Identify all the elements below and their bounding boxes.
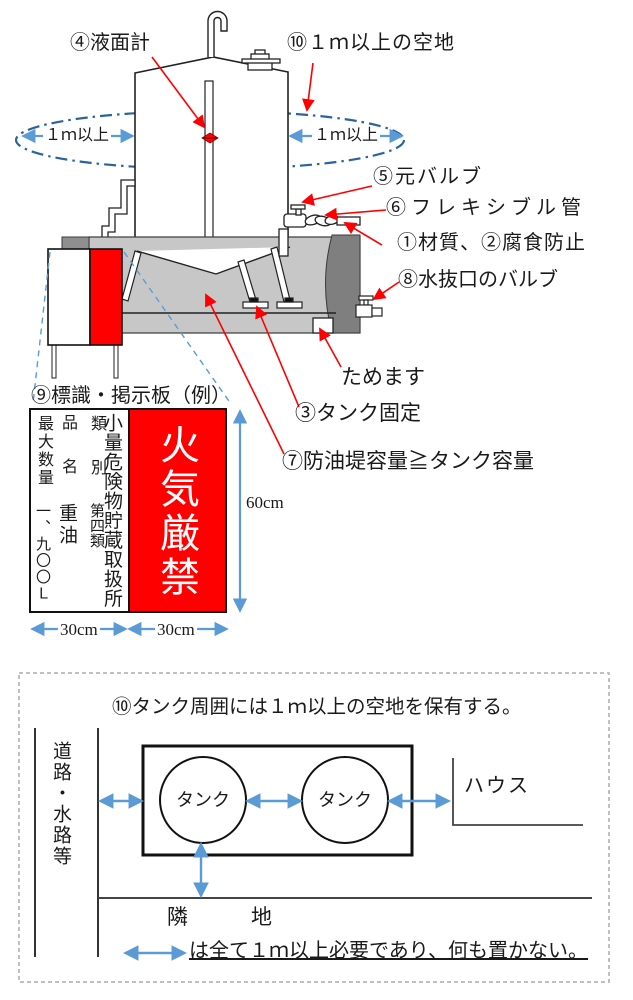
sign-field-product-value: 重油 — [56, 503, 77, 547]
sign-red-panel — [89, 248, 123, 346]
callout-arrows — [151, 56, 400, 455]
layout-tank1-label: タンク — [176, 790, 230, 810]
cone-left-edge — [136, 250, 217, 275]
layout-tank2-label: タンク — [318, 790, 372, 810]
tank-sign — [47, 248, 123, 379]
main-valve-body — [283, 213, 307, 228]
callout-flex-pipe-label: ⑥フレキシブル管 — [386, 197, 586, 219]
callout-main-valve-label: ⑤元バルブ — [373, 166, 483, 188]
manhole-cap — [241, 49, 281, 71]
sign-field-class-value: 第四類 — [88, 503, 104, 548]
sign-field-product-label: 品名 — [59, 414, 76, 502]
sign-example-white-panel — [31, 410, 128, 611]
sign-example-red-panel — [127, 410, 225, 611]
water-drain-valve — [355, 295, 383, 318]
vent-hook-pipe — [207, 10, 228, 57]
dim-1m-right-label: １ｍ以上 — [312, 127, 381, 144]
outlet-pipe — [336, 216, 361, 226]
dike-left-block — [61, 236, 90, 251]
house-corner — [452, 758, 583, 826]
layout-note-text: は全て１ｍ以上必要であり、何も置かない。 — [189, 940, 588, 962]
sign-dim-right-label: 30cm — [155, 620, 197, 639]
callout-sump-label: ためます — [341, 365, 425, 389]
sign-example-board — [29, 408, 227, 613]
callout-drain-valve-label: ⑧水抜口のバルブ — [398, 269, 558, 291]
gauge-float-marker — [201, 132, 219, 144]
sign-field-quantity-label: 最大数量 — [35, 415, 52, 487]
oil-containment-dike — [61, 234, 361, 334]
layout-title: ⑩タンク周囲には１ｍ以上の空地を保有する。 — [112, 697, 522, 718]
sign-connector-lines — [32, 251, 232, 405]
layout-road-label: 道路・水路等 — [50, 741, 71, 867]
arrow-gauge — [151, 56, 206, 129]
callout-gauge-label: ④液面計 — [70, 32, 150, 54]
sign-example-heading: ⑨標識・掲示板（例） — [31, 385, 231, 407]
main-valve-handle — [290, 204, 306, 210]
sign-dim-height-label: 60cm — [246, 493, 284, 512]
callout-dike-label: ⑦防油堤容量≧タンク容量 — [282, 449, 534, 473]
sign-field-quantity-value: 一、九〇〇Ｌ — [34, 503, 50, 602]
sign-warning-text: 火気厳禁 — [154, 424, 199, 600]
sign-facility-name: 小量危険物貯蔵取扱所 — [101, 413, 122, 608]
layout-adjacent-label: 隣 地 — [167, 905, 272, 929]
down-pipe — [278, 228, 289, 257]
arrow-clearance — [302, 62, 315, 112]
arrow-flex-pipe — [324, 207, 387, 221]
callout-clearance-label: ⑩１ｍ以上の空地 — [287, 32, 455, 54]
layout-house-label: ハウス — [464, 775, 530, 797]
sign-white-panel — [47, 248, 91, 346]
arrow-dike — [205, 293, 285, 455]
arrow-sump — [319, 327, 342, 368]
sign-field-class-label: 類別 — [88, 415, 105, 503]
level-gauge-tube — [204, 80, 214, 242]
support-legs — [121, 246, 303, 309]
arrow-drain-valve — [372, 281, 400, 301]
sump-pit — [312, 317, 334, 334]
dike-right-wall — [325, 234, 361, 334]
layout-diagram — [18, 672, 610, 983]
arrow-tank-fixing — [255, 305, 300, 408]
main-valve-stem — [295, 208, 302, 216]
arrow-main-valve — [301, 185, 373, 206]
tank-cone-bottom — [137, 247, 290, 274]
arrow-material — [343, 222, 383, 246]
callout-material-label: ①材質、②腐食防止 — [397, 232, 586, 254]
sign-dim-left-label: 30cm — [58, 620, 100, 639]
dim-1m-left-label: １ｍ以上 — [43, 127, 112, 144]
callout-tank-fixing-label: ③タンク固定 — [295, 401, 421, 425]
layout-dashed-border — [18, 672, 610, 983]
